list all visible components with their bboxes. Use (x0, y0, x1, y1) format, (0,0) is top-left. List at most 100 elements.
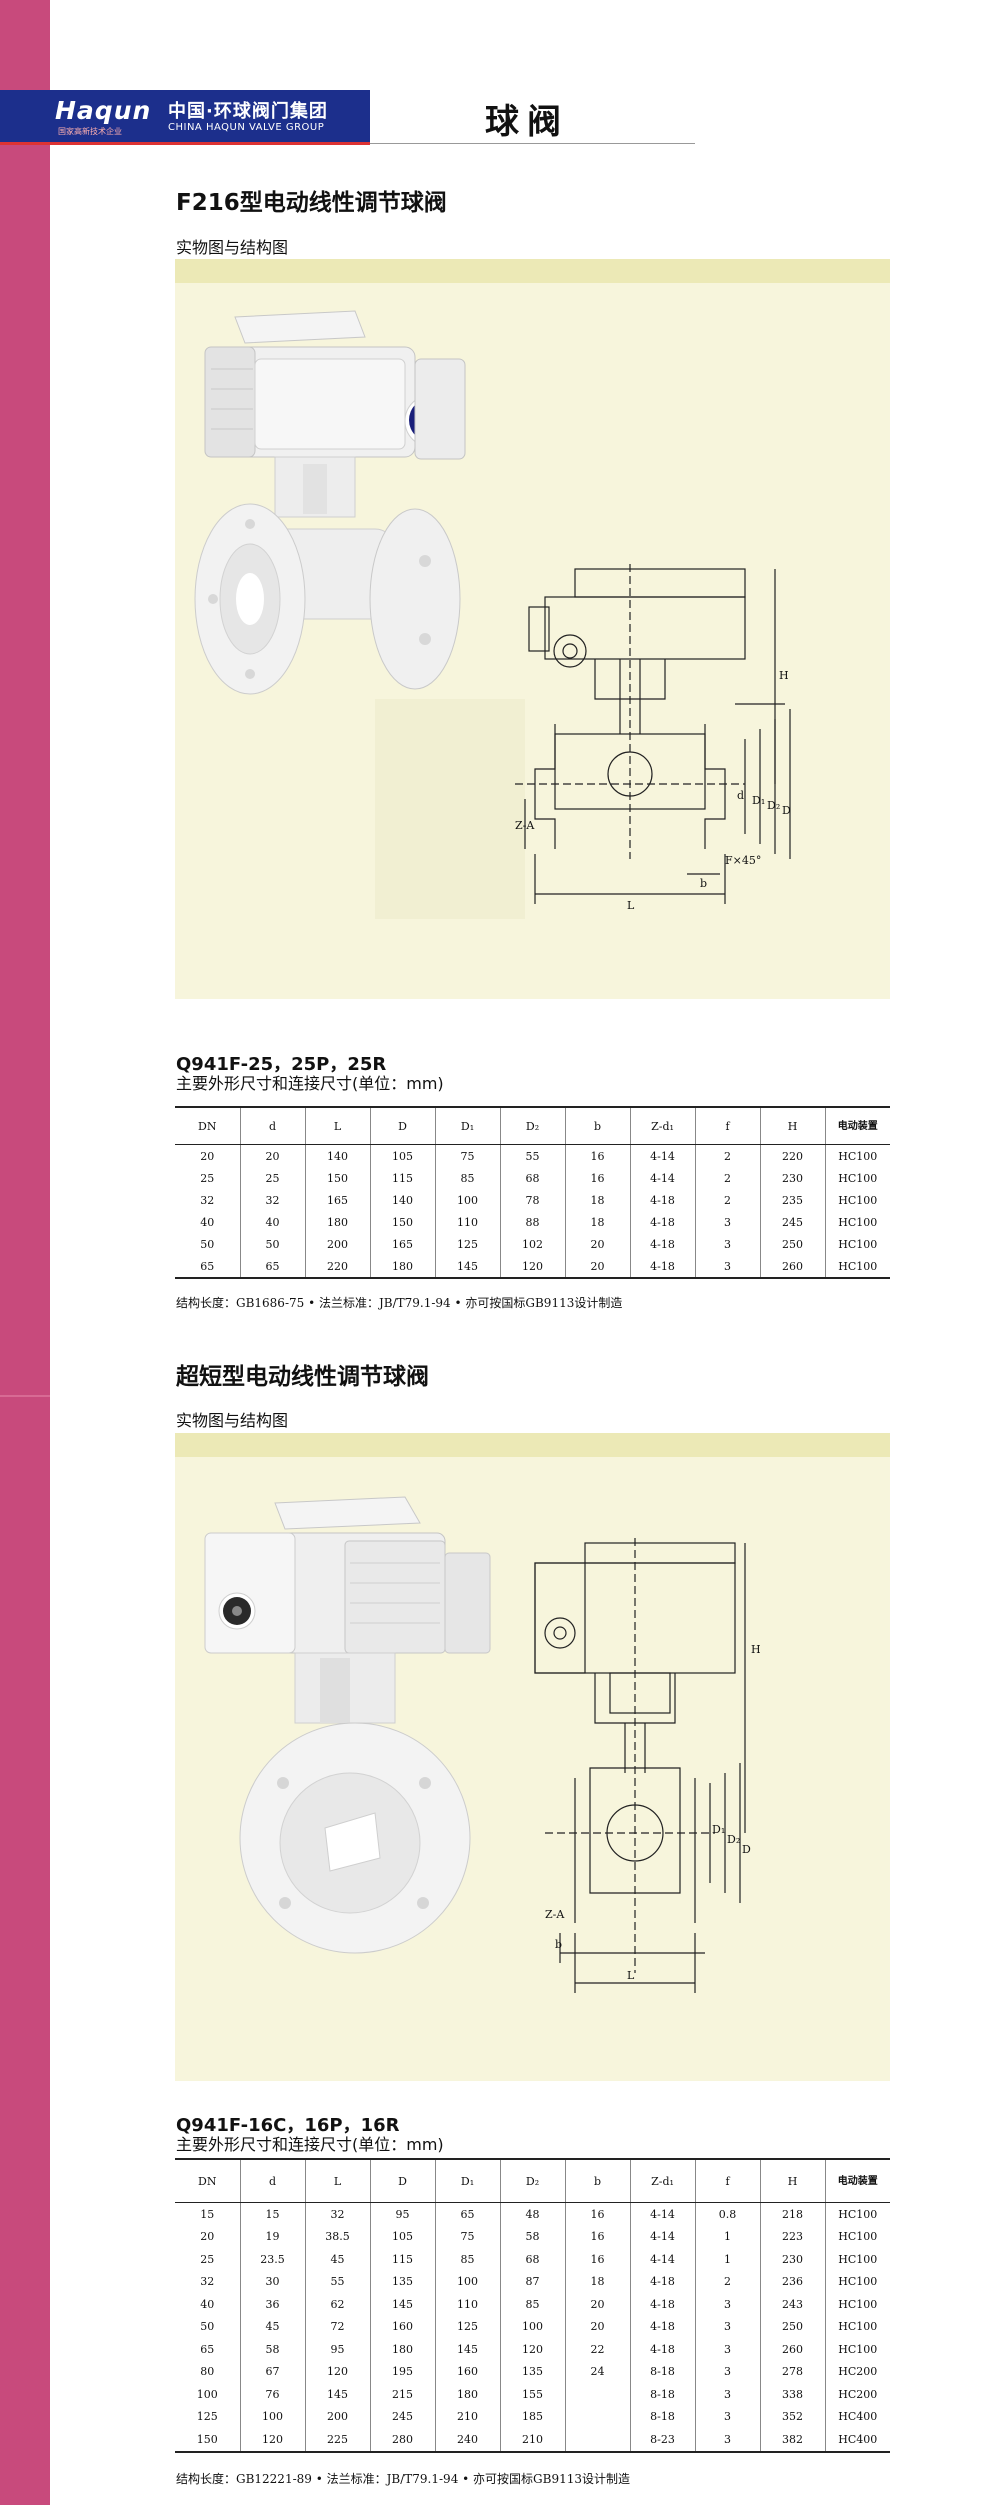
table-header-row: DN d L D D₁ D₂ b Z-d₁ f H 电动装置 (175, 1106, 890, 1145)
table-cell: 22 (564, 2338, 630, 2361)
table-cell: 235 (759, 1189, 825, 1211)
table-cell: 78 (499, 1189, 565, 1211)
table-cell: 100 (239, 2405, 305, 2428)
table-cell: 135 (499, 2360, 565, 2383)
table-cell: 145 (434, 2338, 500, 2361)
company-logo: Haqun 国家高新技术企业 中国·环球阀门集团 CHINA HAQUN VAL… (0, 90, 370, 145)
table-cell: 230 (759, 2248, 825, 2271)
dim-label-D: D (782, 804, 791, 817)
table-cell: 3 (694, 2338, 760, 2361)
table-cell: 150 (369, 1211, 435, 1233)
table-cell: 20 (564, 2293, 630, 2316)
table-cell: 150 (175, 2428, 240, 2453)
valve-photo-1 (194, 310, 525, 919)
table-cell: HC100 (824, 2338, 890, 2361)
table-cell: 135 (369, 2270, 435, 2293)
col-d: d (239, 1106, 305, 1145)
table-cell: 40 (200, 2297, 215, 2311)
table-cell: 4-18 (629, 2338, 695, 2361)
col-big-d: D (369, 1106, 435, 1145)
table-cell: 65 (434, 2202, 500, 2226)
table-cell: 110 (434, 1211, 500, 1233)
col-dn: DN (175, 2158, 240, 2203)
table-cell: 40 (200, 1215, 215, 1229)
table-cell: HC100 (824, 2202, 890, 2226)
table-cell: HC100 (824, 1233, 890, 1255)
company-name-cn: 中国·环球阀门集团 (168, 101, 328, 122)
table-cell: HC100 (824, 1167, 890, 1189)
table-cell: 260 (759, 2338, 825, 2361)
table-cell: 8-18 (629, 2405, 695, 2428)
table-cell: 100 (434, 1189, 500, 1211)
table-cell: 65 (175, 1255, 240, 1279)
table-cell: 48 (499, 2202, 565, 2226)
table-cell: 50 (200, 2320, 215, 2334)
section2-model: Q941F-16C，16P，16R (176, 2115, 400, 2136)
table-cell: 95 (304, 2338, 370, 2361)
table-cell: 105 (369, 1144, 435, 1167)
table-cell: 0.8 (694, 2202, 760, 2226)
dim-label-d: d (737, 789, 744, 802)
col-f: f (694, 1106, 760, 1145)
table-cell: HC100 (824, 2293, 890, 2316)
table-cell: 18 (564, 2270, 630, 2293)
table-cell: 140 (369, 1189, 435, 1211)
table-cell: 20 (239, 1144, 305, 1167)
table-cell: HC100 (824, 1255, 890, 1279)
dim-label-D2: D₂ (767, 799, 780, 812)
table-cell: 352 (759, 2405, 825, 2428)
table-header-row: DN d L D D₁ D₂ b Z-d₁ f H 电动装置 (175, 2158, 890, 2203)
col-d1: D₁ (434, 1106, 500, 1145)
table-cell: 145 (434, 1255, 500, 1279)
dim-label-ZA: Z-A (515, 819, 535, 832)
table-cell: 245 (759, 1211, 825, 1233)
table-cell (564, 2428, 630, 2453)
section2-figure-panel: H D₁ D₂ D Z-A b L (175, 1433, 890, 2081)
table-cell: 75 (434, 2225, 500, 2248)
table-cell: 45 (239, 2315, 305, 2338)
table-cell: 55 (304, 2270, 370, 2293)
table-cell: 32 (200, 1193, 215, 1207)
table-cell: 4-14 (629, 2225, 695, 2248)
table-cell: 180 (369, 2338, 435, 2361)
table-cell: 3 (694, 2405, 760, 2428)
table-cell: 95 (369, 2202, 435, 2226)
table-cell: 120 (499, 1255, 565, 1279)
table-cell: 4-18 (629, 1189, 695, 1211)
col-d1: D₁ (434, 2158, 500, 2203)
table-cell: 85 (434, 2248, 500, 2271)
table-cell: 87 (499, 2270, 565, 2293)
table-cell: 243 (759, 2293, 825, 2316)
section1-figure-panel: H d D₁ D₂ D Z-A F×45° b L (175, 259, 890, 999)
dim-label-b: b (700, 877, 707, 890)
table-cell: 32 (200, 2275, 215, 2289)
table-cell: 25 (239, 1167, 305, 1189)
table-cell: 236 (759, 2270, 825, 2293)
table-cell: 250 (759, 2315, 825, 2338)
table-cell: 280 (369, 2428, 435, 2453)
dim-label-D1: D₁ (712, 1823, 725, 1836)
table-cell: 220 (759, 1144, 825, 1167)
table-cell: 38.5 (304, 2225, 370, 2248)
table-cell: 180 (369, 1255, 435, 1279)
table-cell: HC100 (824, 2225, 890, 2248)
table-cell: 260 (759, 1255, 825, 1279)
table-cell: HC400 (824, 2428, 890, 2453)
table-cell: 155 (499, 2383, 565, 2406)
table-cell: 105 (369, 2225, 435, 2248)
table-cell: 50 (239, 1233, 305, 1255)
table-cell: 16 (564, 1144, 630, 1167)
table-cell (564, 2405, 630, 2428)
table-cell: 68 (499, 2248, 565, 2271)
col-d: d (239, 2158, 305, 2203)
table-cell: 3 (694, 1233, 760, 1255)
table-cell: 160 (369, 2315, 435, 2338)
